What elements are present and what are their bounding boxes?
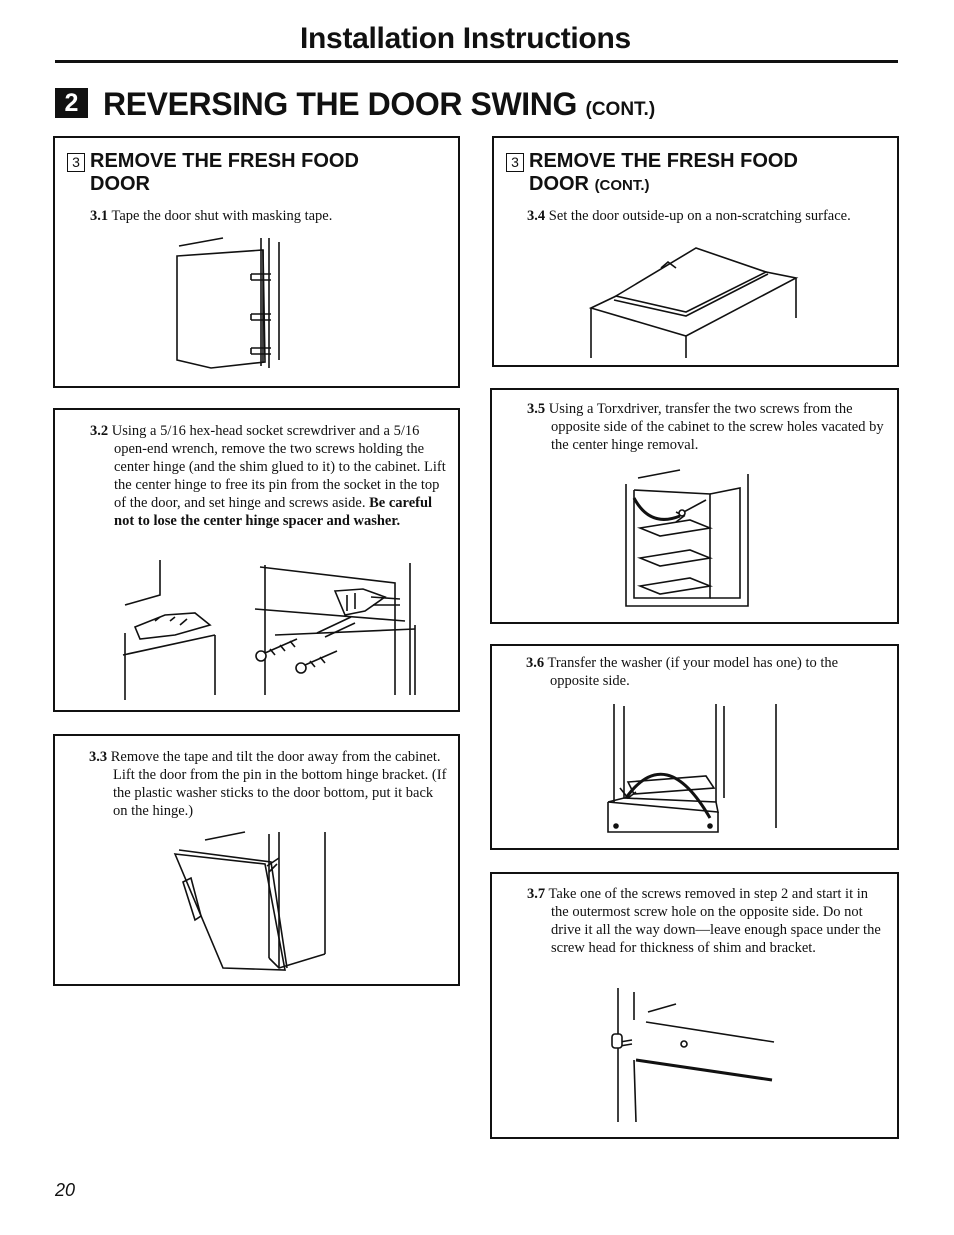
center-hinge-illustration [115,555,425,705]
step-num: 3.1 [90,208,109,224]
step-3-6-text: 3.6 Transfer the washer (if your model h… [526,654,890,690]
step-3-2-text: 3.2 Using a 5/16 hex-head socket screwdr… [90,422,450,530]
torx-screw-transfer-illustration [620,468,760,613]
step-num: 3.6 [526,655,545,671]
page-number: 20 [55,1180,76,1200]
section-number-badge: 2 [55,88,88,118]
section-title: REVERSING THE DOOR SWING (CONT.) [103,86,655,123]
step-title-line1: REMOVE THE FRESH FOOD [529,150,798,172]
title-rule [55,60,898,63]
step-title-line2: DOOR [529,173,589,195]
step-3-4-text: 3.4 Set the door outside-up on a non-scr… [527,207,887,225]
step-3-2-box: 3.2 Using a 5/16 hex-head socket screwdr… [53,408,460,712]
step-title: REMOVE THE FRESH FOOD DOOR (CONT.) [529,150,849,197]
step-3-7-box: 3.7 Take one of the screws removed in st… [490,872,899,1139]
step-num: 3.7 [527,886,546,902]
tilted-door-illustration [165,828,345,978]
section-title-text: REVERSING THE DOOR SWING [103,86,577,122]
step-3-3-box: 3.3 Remove the tape and tilt the door aw… [53,734,460,986]
step-body: Using a 5/16 hex-head socket screwdriver… [111,423,446,511]
step-num: 3.4 [527,208,546,224]
step-3-1-text: 3.1 Tape the door shut with masking tape… [90,207,450,225]
step-num: 3.3 [89,749,108,765]
screw-start-illustration [606,986,786,1126]
step-3-3-text: 3.3 Remove the tape and tilt the door aw… [89,748,451,820]
step-title-cont: (CONT.) [594,177,650,194]
step-number-badge: 3 [67,153,85,172]
washer-transfer-illustration [606,702,796,842]
step-title: REMOVE THE FRESH FOOD DOOR [90,150,359,195]
step-body: Tape the door shut with masking tape. [111,208,333,224]
step-body: Set the door outside-up on a non-scratch… [548,208,851,224]
page-title: Installation Instructions [300,22,631,55]
step-num: 3.2 [90,423,109,439]
step-3-1-box: 3 REMOVE THE FRESH FOOD DOOR 3.1 Tape th… [53,136,460,388]
step-body: Take one of the screws removed in step 2… [548,886,881,956]
section-title-cont: (CONT.) [585,99,656,120]
step-body: Transfer the washer (if your model has o… [547,655,839,689]
step-3-4-box: 3 REMOVE THE FRESH FOOD DOOR (CONT.) [492,136,899,367]
step-num: 3.5 [527,401,546,417]
door-on-surface-illustration [586,238,806,363]
taped-door-illustration [173,234,333,374]
step-3-7-text: 3.7 Take one of the screws removed in st… [527,885,889,957]
step-3-5-text: 3.5 Using a Torxdriver, transfer the two… [527,400,889,454]
step-3-6-box: 3.6 Transfer the washer (if your model h… [490,644,899,850]
step-number-badge: 3 [506,153,524,172]
step-warning: Be careful not to lose the center hinge … [114,495,433,529]
step-3-5-box: 3.5 Using a Torxdriver, transfer the two… [490,388,899,624]
step-body: Using a Torxdriver, transfer the two scr… [548,401,884,453]
step-body: Remove the tape and tilt the door away f… [110,749,447,819]
